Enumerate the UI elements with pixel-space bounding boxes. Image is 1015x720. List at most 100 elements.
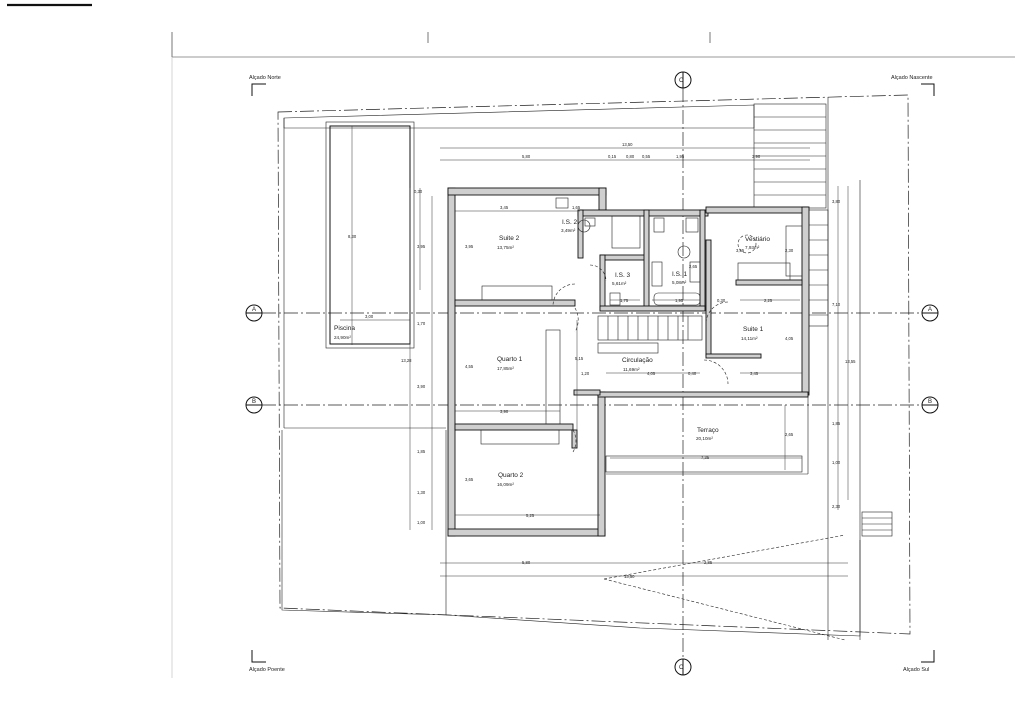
room-suite1-area: 14,11m² [741, 336, 758, 341]
dimension-labels: 13,50 5,80 0,15 0,80 0,55 1,95 3,90 3,45… [348, 142, 856, 579]
svg-text:5,80: 5,80 [522, 560, 531, 565]
room-vestiario-name: Vestiário [745, 236, 770, 243]
svg-text:1,95: 1,95 [676, 154, 685, 159]
room-suite2-name: Suite 2 [499, 235, 520, 242]
svg-text:3,00: 3,00 [365, 314, 374, 319]
garden-outline [281, 430, 447, 616]
elevation-south-label: Alçado Sul [903, 667, 929, 673]
svg-text:0,15: 0,15 [608, 154, 617, 159]
interior-stairs [597, 315, 703, 354]
wardrobes [480, 225, 803, 445]
section-marker-b-left: B [245, 396, 263, 414]
svg-text:3,95: 3,95 [465, 244, 474, 249]
svg-text:2,30: 2,30 [832, 504, 841, 509]
elevation-mark-south: Alçado Sul [903, 650, 935, 673]
svg-text:C: C [679, 665, 684, 671]
svg-text:3,90: 3,90 [752, 154, 761, 159]
exterior-stairs-south [861, 511, 893, 537]
svg-text:0,30: 0,30 [717, 298, 726, 303]
svg-text:8,30: 8,30 [348, 234, 357, 239]
pool: Piscina 24,90m² [325, 121, 415, 349]
svg-text:0,55: 0,55 [642, 154, 651, 159]
svg-text:B: B [928, 399, 932, 405]
section-marker-b-right: B [921, 396, 939, 414]
room-circulacao-name: Circulação [622, 357, 653, 364]
pool-name: Piscina [334, 325, 355, 332]
plot-boundary [277, 94, 911, 635]
elevation-mark-east: Alçado Nascente [891, 75, 935, 96]
exterior-stairs-east [807, 209, 829, 327]
exterior-stairs-north [753, 103, 827, 209]
room-is2-name: I.S. 2 [562, 219, 578, 226]
building-walls [447, 187, 810, 537]
svg-text:1,00: 1,00 [417, 520, 426, 525]
room-is1-name: I.S. 1 [672, 271, 688, 278]
svg-text:4,55: 4,55 [465, 364, 474, 369]
room-is3-area: 5,61m² [612, 281, 627, 286]
room-quarto1-area: 17,85m² [497, 366, 514, 371]
svg-text:0,40: 0,40 [688, 371, 697, 376]
svg-text:13,55: 13,55 [845, 359, 856, 364]
svg-text:1,75: 1,75 [620, 298, 629, 303]
svg-text:1,95: 1,95 [675, 298, 684, 303]
terrace-planter [605, 455, 803, 473]
svg-text:2,25: 2,25 [764, 298, 773, 303]
svg-text:B: B [252, 399, 256, 405]
svg-text:2,30: 2,30 [785, 248, 794, 253]
terrain-outline [283, 104, 755, 129]
svg-text:3,45: 3,45 [500, 205, 509, 210]
svg-text:A: A [928, 307, 932, 313]
elevation-west-label: Alçado Poente [249, 667, 285, 673]
elevation-mark-west: Alçado Poente [249, 650, 285, 673]
svg-text:0,80: 0,80 [626, 154, 635, 159]
svg-text:1,70: 1,70 [417, 321, 426, 326]
room-suite2-area: 13,75m² [497, 245, 514, 250]
svg-text:3,90: 3,90 [500, 409, 509, 414]
svg-text:5,80: 5,80 [522, 154, 531, 159]
svg-text:1,30: 1,30 [417, 490, 426, 495]
svg-text:5,15: 5,15 [575, 356, 584, 361]
dimension-lines [340, 126, 849, 577]
section-marker-a-right: A [921, 304, 939, 322]
ramp-line [603, 534, 846, 580]
svg-text:4,05: 4,05 [647, 371, 656, 376]
room-is1-area: 5,08m² [672, 280, 687, 285]
svg-text:1,00: 1,00 [832, 460, 841, 465]
svg-text:1,20: 1,20 [581, 371, 590, 376]
section-marker-a-left: A [245, 304, 263, 322]
room-circulacao-area: 11,69m² [623, 367, 640, 372]
room-suite1-name: Suite 1 [743, 326, 764, 333]
svg-text:3,90: 3,90 [417, 384, 426, 389]
svg-text:2,65: 2,65 [785, 432, 794, 437]
svg-text:13,50: 13,50 [622, 142, 633, 147]
svg-text:2,85: 2,85 [704, 560, 713, 565]
section-marker-c-top: C [674, 71, 692, 89]
svg-text:5,25: 5,25 [526, 513, 535, 518]
room-quarto2-name: Quarto 2 [498, 472, 524, 479]
room-vestiario-area: 7,93m² [745, 245, 760, 250]
svg-text:1,85: 1,85 [417, 449, 426, 454]
svg-text:0,30: 0,30 [414, 189, 423, 194]
room-is3-name: I.S. 3 [615, 272, 631, 279]
elevation-north-label: Alçado Norte [249, 75, 281, 81]
sanitary-fixtures [555, 197, 757, 306]
section-marker-c-bottom: C [674, 658, 692, 676]
svg-text:1,65: 1,65 [572, 205, 581, 210]
driveway-outline [445, 540, 861, 637]
elevation-mark-north: Alçado Norte [249, 75, 281, 96]
svg-text:4,05: 4,05 [785, 336, 794, 341]
svg-text:13,50: 13,50 [624, 574, 635, 579]
svg-text:7,35: 7,35 [701, 455, 710, 460]
svg-text:C: C [679, 78, 684, 84]
svg-text:A: A [252, 307, 256, 313]
svg-text:1,85: 1,85 [832, 421, 841, 426]
svg-text:3,95: 3,95 [417, 244, 426, 249]
room-quarto2-area: 16,09m² [497, 482, 514, 487]
room-is2-area: 3,49m² [561, 228, 576, 233]
svg-text:3,55: 3,55 [736, 248, 745, 253]
svg-text:2,65: 2,65 [689, 264, 698, 269]
svg-text:3,65: 3,65 [465, 477, 474, 482]
svg-text:3,80: 3,80 [832, 199, 841, 204]
ramp-line [603, 578, 846, 641]
